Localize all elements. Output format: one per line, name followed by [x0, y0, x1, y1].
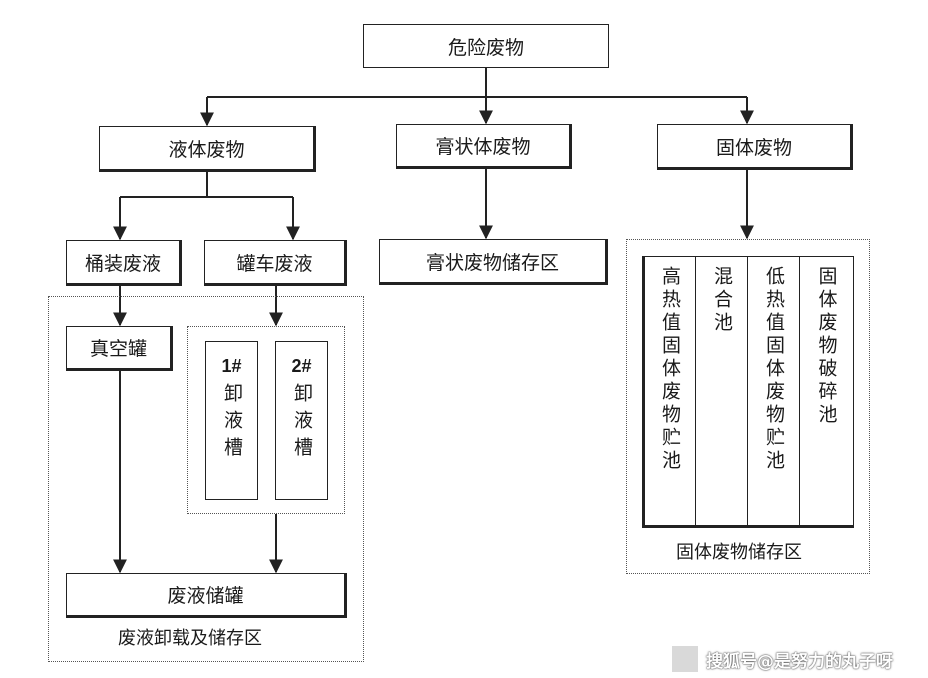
pool-mixed: 混合池: [696, 256, 748, 528]
tanker-liquid-node: 罐车废液: [204, 240, 347, 286]
solid-storage-area: [626, 239, 870, 574]
sohu-logo-icon: [672, 646, 698, 672]
paste-storage-node: 膏状废物储存区: [379, 239, 608, 285]
pool-crushing: 固体废物破碎池: [800, 256, 852, 528]
pool-2-label: 混合池: [711, 266, 733, 335]
watermark-text: 搜狐号@是努力的丸子呀: [706, 651, 893, 672]
pool-3-label: 低热值固体废物贮池: [763, 266, 785, 473]
unloading-tank-2: 2# 卸液槽: [275, 341, 328, 500]
liquid-storage-tank-node: 废液储罐: [66, 573, 347, 618]
liquid-waste-node: 液体废物: [99, 126, 316, 172]
vacuum-tank-node: 真空罐: [66, 326, 173, 371]
watermark: 搜狐号@是努力的丸子呀: [672, 642, 928, 676]
solid-area-label: 固体废物储存区: [676, 542, 802, 563]
pool-low-calorific: 低热值固体废物贮池: [748, 256, 800, 528]
liquid-unloading-area: [48, 296, 364, 662]
pool-4-label: 固体废物破碎池: [815, 266, 838, 427]
tank-2-label: 卸液槽: [291, 383, 313, 464]
tank-2-number: 2#: [291, 356, 312, 376]
solid-pools-frame: [642, 256, 854, 528]
unloading-tanks-group: [187, 326, 345, 514]
pool-1-label: 高热值固体废物贮池: [659, 266, 681, 473]
paste-waste-node: 膏状体废物: [396, 124, 572, 169]
liquid-area-label: 废液卸载及储存区: [118, 628, 262, 649]
tank-1-label: 卸液槽: [221, 383, 243, 464]
tank-1-number: 1#: [221, 356, 242, 376]
unloading-tank-1: 1# 卸液槽: [205, 341, 258, 500]
pool-high-calorific: 高热值固体废物贮池: [644, 256, 696, 528]
root-node: 危险废物: [363, 24, 609, 68]
solid-waste-node: 固体废物: [657, 124, 853, 170]
drum-liquid-node: 桶装废液: [66, 240, 182, 286]
